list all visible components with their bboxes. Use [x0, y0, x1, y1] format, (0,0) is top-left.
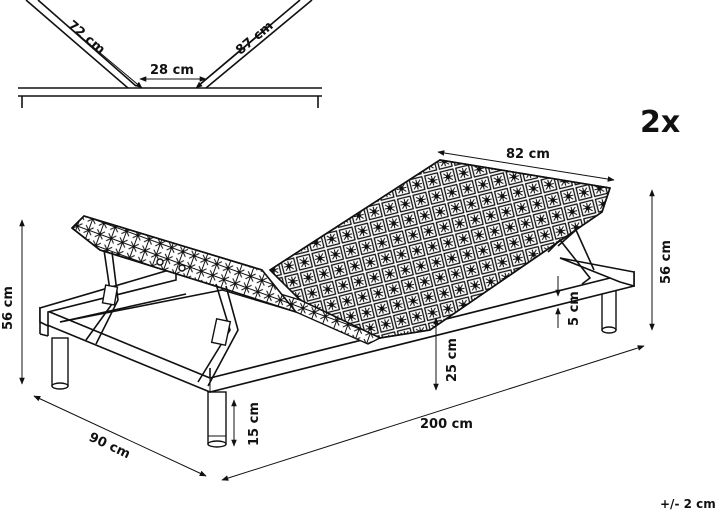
lift-gap-label: 5 cm [567, 291, 582, 326]
right-section-inner [205, 0, 313, 89]
head-width-arrow [437, 150, 615, 182]
right-section-arrow [195, 25, 271, 89]
height-left-label: 56 cm [1, 286, 16, 330]
width-label: 90 cm [86, 430, 132, 462]
clearance-label: 25 cm [445, 338, 460, 382]
quantity-label: 2x [640, 105, 680, 140]
width-arrow [33, 395, 207, 477]
bed-illustration [39, 159, 635, 448]
leg-back-right [601, 289, 617, 334]
left-section-outer [37, 0, 137, 87]
length-label: 200 cm [420, 417, 473, 432]
leg-front-right [207, 391, 227, 448]
head-width-label: 82 cm [506, 147, 550, 162]
right-section-label: 87 cm [233, 19, 276, 59]
left-section-arrow [67, 25, 143, 89]
tolerance-label: +/- 2 cm [660, 497, 716, 511]
leg-front-left [51, 337, 69, 390]
legrest-slats [70, 215, 299, 387]
leg-height-label: 15 cm [247, 402, 262, 446]
left-section-inner [25, 0, 129, 89]
profile-schematic: 72 cm 28 cm 87 cm [18, 0, 322, 108]
length-arrow [221, 345, 645, 481]
inner-rail [59, 289, 223, 323]
middle-section-label: 28 cm [150, 63, 194, 78]
height-right-label: 56 cm [659, 240, 674, 284]
